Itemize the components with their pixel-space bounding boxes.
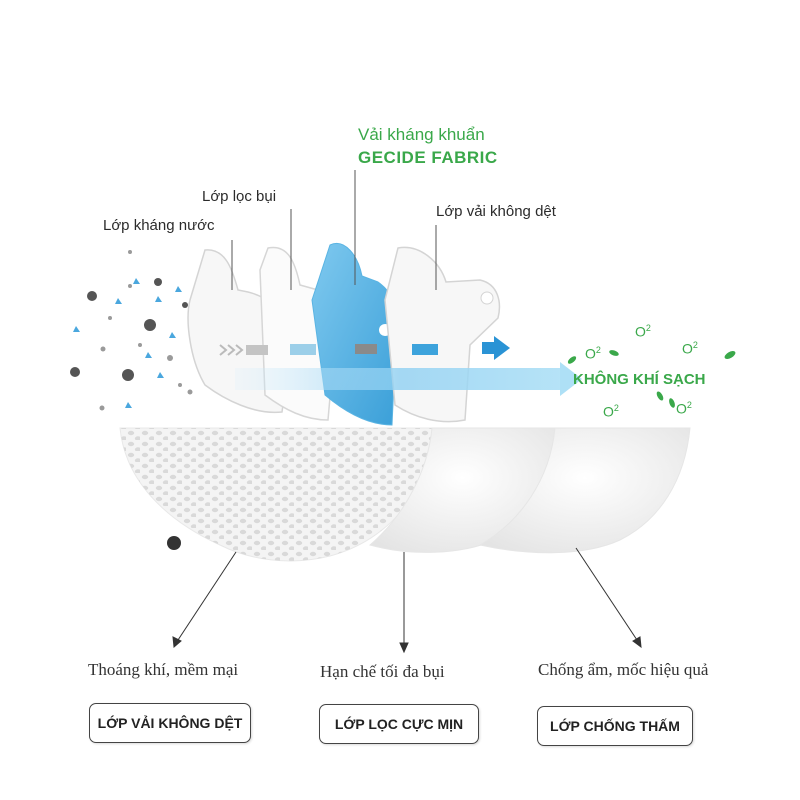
clean-air-label: KHÔNG KHÍ SẠCH [573,371,706,388]
airflow-arrow-head [560,362,582,396]
disc-pointer-arrows [172,547,642,654]
button-waterproof-layer[interactable]: LỚP CHỐNG THẤM [537,706,693,746]
oxygen-mark: O2 [682,340,698,357]
label-nonwoven: Lớp vải không dệt [436,203,556,220]
button-nonwoven-layer[interactable]: LỚP VẢI KHÔNG DỆT [89,703,251,743]
caption-breathable: Thoáng khí, mềm mại [88,660,239,679]
airflow-band [235,368,565,390]
label-dust-filter: Lớp lọc bụi [202,188,277,205]
oxygen-mark: O2 [603,403,619,420]
caption-dust: Hạn chế tối đa bụi [320,662,445,681]
oxygen-mark: O2 [635,323,651,340]
flow-arrows [219,336,510,360]
dirt-particle [167,536,181,550]
label-water-resistant: Lớp kháng nước [103,217,215,234]
layer-pointer-lines [231,170,437,290]
label-antibacterial: Vải kháng khuẩn [358,125,485,144]
disc-waterproof [478,427,691,554]
disc-nonwoven [119,427,433,562]
label-gecide-fabric: GECIDE FABRIC [358,148,498,167]
dust-particles [70,250,193,411]
leaf-icons [567,350,736,408]
oxygen-mark: O2 [585,345,601,362]
caption-moisture: Chống ẩm, mốc hiệu quả [538,660,709,679]
layer-nonwoven-shape [384,246,501,423]
oxygen-mark: O2 [676,400,692,417]
button-fine-filter-layer[interactable]: LỚP LỌC CỰC MỊN [319,704,479,744]
